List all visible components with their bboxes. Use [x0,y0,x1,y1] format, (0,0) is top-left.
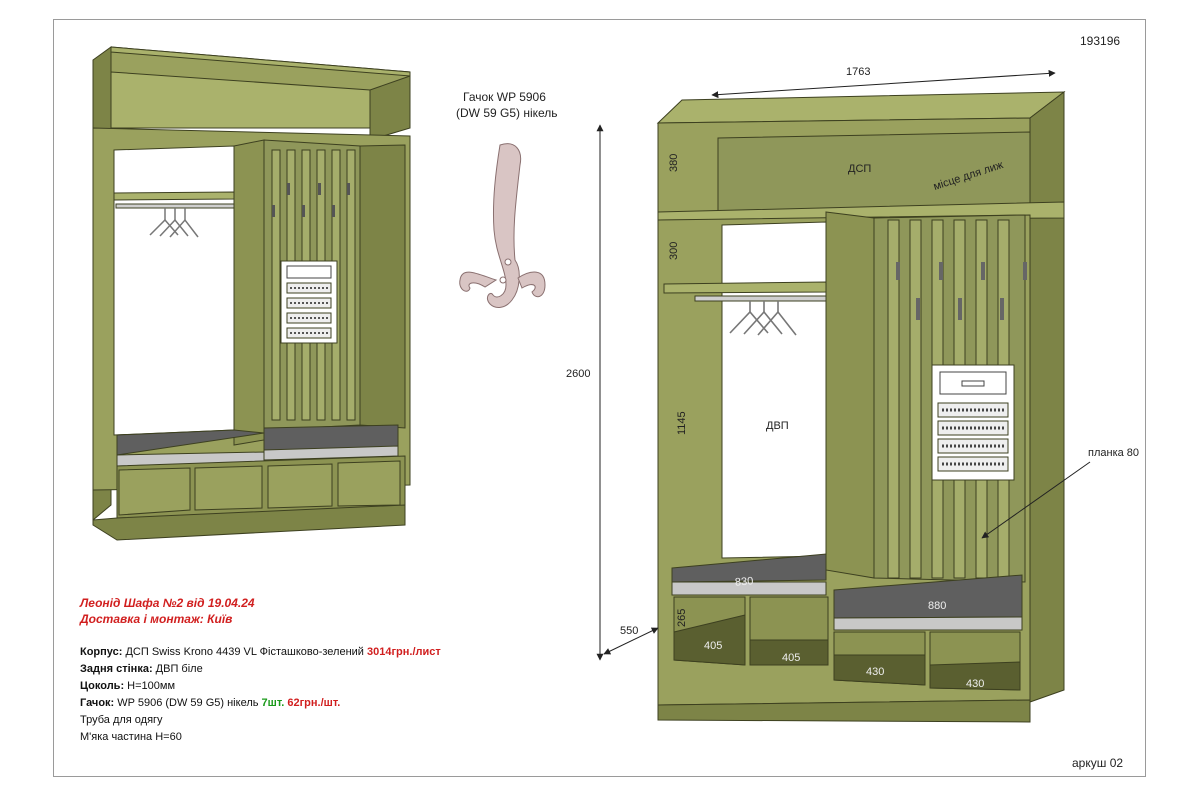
dim-cell-2: 405 [782,652,801,664]
dim-seat-left: 830 [734,575,754,589]
wardrobe-main-view [656,90,1066,723]
dim-cell-4: 430 [966,678,985,690]
spec-soft-part: М'яка частина H=60 [80,731,182,743]
drawing-sheet-border [53,19,1146,777]
order-title: Леонід Шафа №2 від 19.04.24 [80,596,255,610]
dim-seat-right: 880 [928,600,947,612]
spec-back-wall: Задня стінка: ДВП біле [80,663,203,675]
label-dvp: ДВП [766,420,789,432]
label-plank: планка 80 [1088,447,1140,459]
depth-dimension-line [603,627,659,655]
dim-height: 2600 [566,368,591,380]
hook-illustration [459,143,546,308]
dim-cell-3: 430 [866,666,885,678]
spec-plinth: Цоколь: H=100мм [80,680,176,692]
hook-caption-line-1: Гачок WP 5906 [463,90,546,104]
plank-leader-line [981,461,1091,539]
dim-top-box: 380 [668,153,680,172]
page-label: аркуш 02 [1072,756,1124,770]
dim-hang-zone: 1145 [676,411,688,435]
dim-upper-shelf: 300 [668,241,680,260]
spec-pipe: Труба для одягу [80,714,163,726]
dimension-lines [596,69,1091,661]
label-dsp: ДСП [848,163,872,175]
wardrobe-small-view [92,46,411,541]
hook-caption-line-2: (DW 59 G5) нікель [456,106,558,120]
sheet-number: 193196 [1080,34,1121,48]
dim-width: 1763 [846,66,871,78]
order-delivery: Доставка і монтаж: Київ [80,612,233,626]
dim-depth: 550 [620,625,639,637]
dim-seat-zone: 265 [676,608,688,627]
spec-hook: Гачок: WP 5906 (DW 59 G5) нікель 7шт. 62… [80,697,341,709]
spec-body: Корпус: ДСП Swiss Krono 4439 VL Фісташко… [80,646,441,658]
width-dimension-line [711,69,1056,99]
dim-cell-1: 405 [704,640,723,652]
